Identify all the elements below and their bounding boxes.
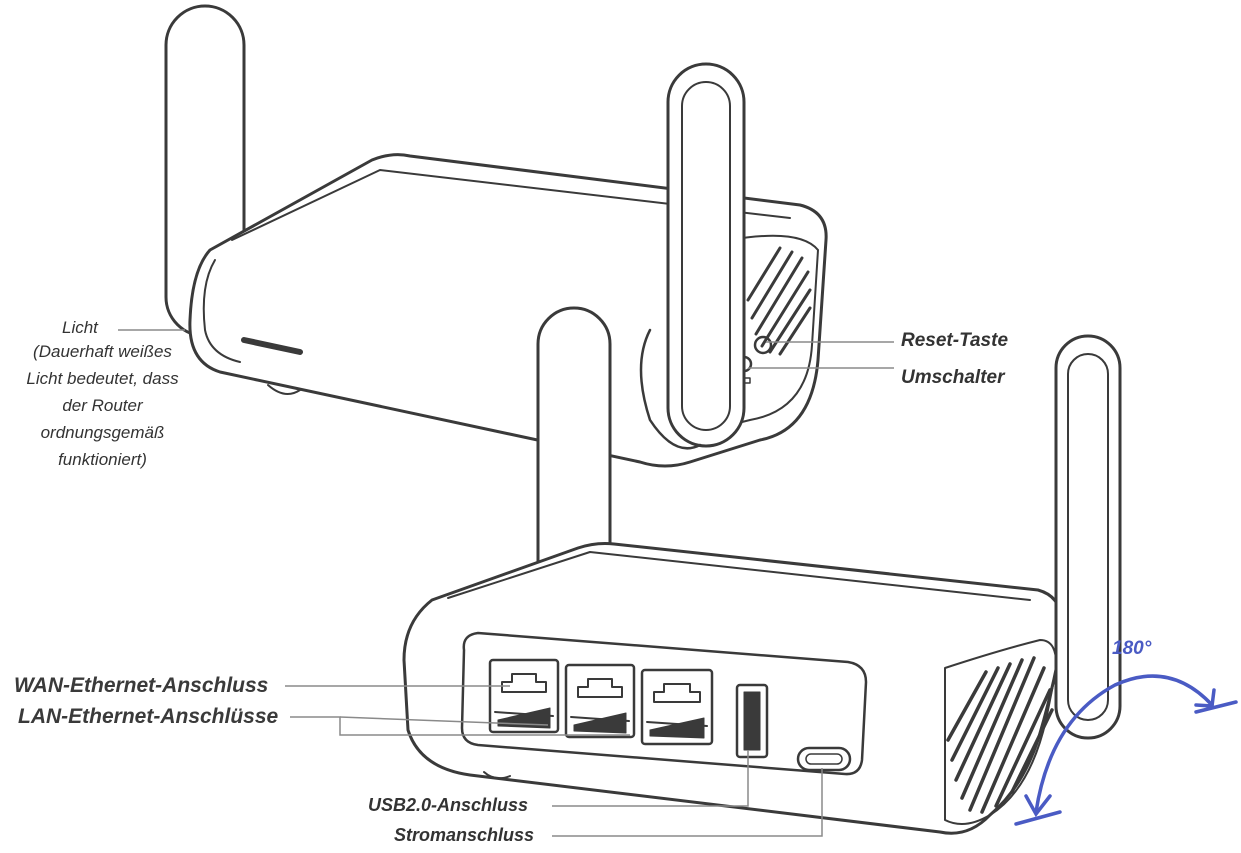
licht-desc-line-1: (Dauerhaft weißes [33, 342, 172, 361]
rotation-arrow [1014, 674, 1238, 826]
port-panel [460, 631, 868, 776]
upper-router [164, 4, 828, 468]
licht-desc-line-3: der Router [62, 396, 143, 415]
leader-lan-1 [339, 716, 549, 726]
leader-strom [552, 768, 823, 837]
upper-side-vent-panel [729, 234, 819, 426]
licht-desc-line-4: ordnungsgemäß [40, 423, 165, 442]
leader-lines [118, 329, 894, 837]
licht-desc-line-2: Licht bedeutet, dass [26, 369, 179, 388]
label-rotation-180: 180° [1112, 638, 1152, 659]
label-reset-taste: Reset-Taste [901, 330, 1009, 351]
leader-lan [290, 716, 630, 736]
label-stromanschluss: Stromanschluss [394, 825, 535, 845]
label-umschalter: Umschalter [901, 367, 1005, 388]
usb-port [735, 683, 769, 759]
reset-button [753, 335, 773, 355]
ethernet-port-lan-1 [564, 663, 636, 739]
licht-desc-line-5: funktioniert) [58, 450, 147, 469]
label-wan-ethernet: WAN-Ethernet-Anschluss [14, 674, 269, 697]
label-licht: Licht [62, 318, 98, 337]
label-licht-description: (Dauerhaft weißes Licht bedeutet, dass d… [0, 338, 205, 473]
power-port [796, 746, 852, 772]
label-lan-ethernet: LAN-Ethernet-Anschlüsse [18, 705, 279, 728]
led-light-strip [241, 337, 303, 355]
lower-right-antenna [1054, 334, 1122, 740]
label-usb: USB2.0-Anschluss [368, 795, 529, 815]
upper-right-antenna [666, 62, 746, 448]
leader-usb [552, 750, 749, 807]
lower-side-vents [946, 656, 1054, 814]
ethernet-port-lan-2 [640, 668, 714, 746]
